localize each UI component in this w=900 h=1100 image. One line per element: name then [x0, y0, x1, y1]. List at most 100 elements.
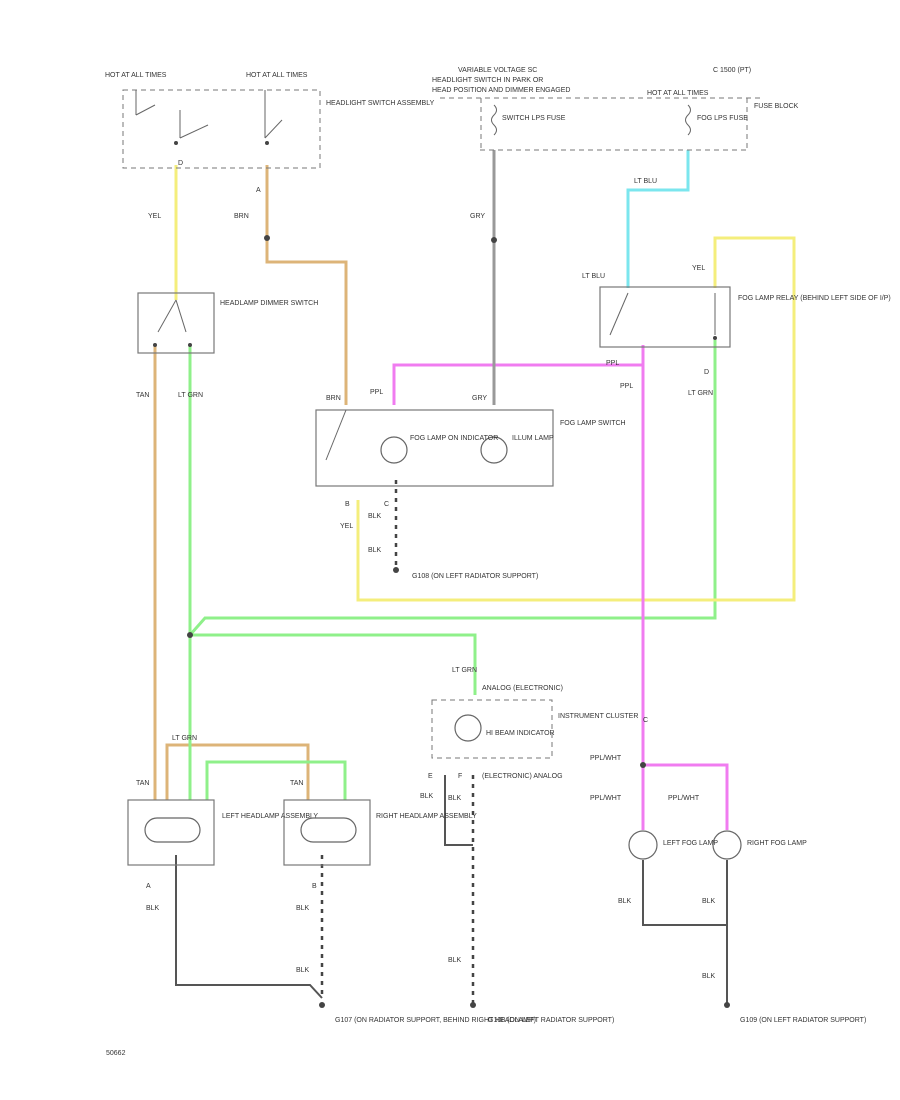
- headlight-switch-box: [122, 89, 321, 169]
- wire-blk-left-hl: [175, 855, 323, 999]
- variable-voltage-label-3: HEAD POSITION AND DIMMER ENGAGED: [432, 87, 570, 94]
- variable-voltage-label: VARIABLE VOLTAGE SC: [458, 67, 537, 74]
- tag-ppl-2: PPL: [606, 360, 619, 367]
- instrument-cluster: ANALOG (ELECTRONIC) INSTRUMENT CLUSTER H…: [431, 685, 638, 780]
- tag-pplwht-1: PPL/WHT: [590, 755, 622, 762]
- g109-point: [724, 1002, 730, 1008]
- pin-d: D: [704, 369, 709, 376]
- tag-yel-1: YEL: [148, 213, 161, 220]
- right-fog-lamp-label: RIGHT FOG LAMP: [747, 840, 807, 847]
- tag-pplwht-2: PPL/WHT: [590, 795, 622, 802]
- headlight-switch-label: HEADLIGHT SWITCH ASSEMBLY: [326, 100, 435, 107]
- analog-electronic-label: ANALOG (ELECTRONIC): [482, 685, 563, 692]
- g109-label: G109 (ON LEFT RADIATOR SUPPORT): [740, 1017, 866, 1024]
- tag-ltgrn-1: LT GRN: [178, 392, 203, 399]
- left-headlamp-label: LEFT HEADLAMP ASSEMBLY: [222, 813, 318, 820]
- tag-blk-7: BLK: [296, 967, 310, 974]
- pin-b: B: [345, 501, 350, 508]
- hi-beam-label: HI BEAM INDICATOR: [486, 730, 555, 737]
- dimmer-switch-box: [137, 292, 215, 354]
- fuse-block-label: FUSE BLOCK: [754, 103, 799, 110]
- tag-ltblu-2: LT BLU: [582, 273, 605, 280]
- pin-a: A: [256, 187, 261, 194]
- tag-blk-2: BLK: [368, 547, 382, 554]
- wire-blk-fog-lamps: [642, 860, 727, 926]
- pin-f: F: [458, 773, 462, 780]
- grounds: G107 (ON RADIATOR SUPPORT, BEHIND RIGHT …: [187, 632, 866, 1024]
- tag-brn-1: BRN: [234, 213, 249, 220]
- fuse-left-label: SWITCH LPS FUSE: [502, 115, 566, 122]
- left-headlamp-box: [127, 799, 215, 866]
- instrument-cluster-label: INSTRUMENT CLUSTER: [558, 713, 638, 720]
- tag-blk-4: BLK: [448, 795, 462, 802]
- right-fog-lamp: [712, 830, 742, 860]
- pin-c: C: [384, 501, 389, 508]
- g107-label: G107 (ON RADIATOR SUPPORT, BEHIND RIGHT …: [335, 1017, 536, 1024]
- right-headlamp-box: [283, 799, 371, 866]
- fog-switch-box: [315, 409, 554, 487]
- tag-yel-3: YEL: [340, 523, 353, 530]
- wire-ltgrn-branch: [188, 340, 717, 636]
- tag-blk-1: BLK: [368, 513, 382, 520]
- hot-all-times-right: HOT AT ALL TIMES: [246, 72, 308, 79]
- fuse-block: VARIABLE VOLTAGE SC HEADLIGHT SWITCH IN …: [432, 67, 799, 243]
- wire-tags: YEL BRN GRY LT BLU YEL LT BLU TAN LT GRN…: [136, 160, 716, 980]
- tag-blk-6: BLK: [296, 905, 310, 912]
- cluster-box: [431, 699, 553, 759]
- g107-point: [319, 1002, 325, 1008]
- tag-yel-2: YEL: [692, 265, 705, 272]
- tag-ppl-1: PPL: [370, 389, 383, 396]
- tag-tan-3: TAN: [290, 780, 303, 787]
- tag-gry-1: GRY: [470, 213, 485, 220]
- fog-relay-label: FOG LAMP RELAY (BEHIND LEFT SIDE OF I/P): [738, 295, 891, 302]
- fog-lamp-indicator-label: FOG LAMP ON INDICATOR: [410, 435, 498, 442]
- hot-all-times-left: HOT AT ALL TIMES: [105, 72, 167, 79]
- fuse-right-label: FOG LPS FUSE: [697, 115, 748, 122]
- g108-bottom-label: G108 (ON LEFT RADIATOR SUPPORT): [488, 1017, 614, 1024]
- right-headlamp: RIGHT HEADLAMP ASSEMBLY: [283, 799, 477, 866]
- headlight-switch-assembly: HOT AT ALL TIMES HOT AT ALL TIMES HEADLI…: [105, 72, 435, 241]
- tag-blk-9: BLK: [618, 898, 632, 905]
- left-headlamp: LEFT HEADLAMP ASSEMBLY: [127, 799, 318, 866]
- wires: [153, 150, 796, 830]
- headlamp-dimmer-switch: HEADLAMP DIMMER SWITCH: [137, 292, 318, 354]
- pin-e: E: [428, 773, 433, 780]
- wire-ppl-top: [392, 345, 645, 405]
- g108-bottom-point: [470, 1002, 476, 1008]
- c-ref-label: C 1500 (PT): [713, 67, 751, 74]
- wire-ltgrn-cluster: [190, 633, 477, 695]
- wire-blk-cluster: [444, 775, 473, 846]
- tag-ltblu: LT BLU: [634, 178, 657, 185]
- tag-blk-8: BLK: [448, 957, 462, 964]
- tag-blk-10: BLK: [702, 898, 716, 905]
- wire-brn-switch-fogswitch: [265, 165, 348, 405]
- left-fog-lamp-label: LEFT FOG LAMP: [663, 840, 718, 847]
- dimmer-switch-label: HEADLAMP DIMMER SWITCH: [220, 300, 318, 307]
- pin-a2: A: [146, 883, 151, 890]
- tag-tan-2: TAN: [136, 780, 149, 787]
- wire-tan-cross: [165, 743, 310, 800]
- tag-ltgrn-3: LT GRN: [452, 667, 477, 674]
- ground-wires: [175, 480, 728, 1005]
- pin-d2: D: [178, 160, 183, 167]
- fog-relay-box: [599, 286, 731, 348]
- tag-tan-1: TAN: [136, 392, 149, 399]
- fog-lamp-switch-label: FOG LAMP SWITCH: [560, 420, 626, 427]
- fog-lamp-switch: FOG LAMP SWITCH FOG LAMP ON INDICATOR IL…: [315, 409, 626, 580]
- tag-ltgrn-2: LT GRN: [688, 390, 713, 397]
- hot-all-times-fuse: HOT AT ALL TIMES: [647, 90, 709, 97]
- illum-lamp-label: ILLUM LAMP: [512, 435, 554, 442]
- tag-blk-3: BLK: [420, 793, 434, 800]
- fog-lamp-relay: FOG LAMP RELAY (BEHIND LEFT SIDE OF I/P): [599, 286, 891, 348]
- g108-label: G108 (ON LEFT RADIATOR SUPPORT): [412, 573, 538, 580]
- right-headlamp-label: RIGHT HEADLAMP ASSEMBLY: [376, 813, 477, 820]
- wire-ltblu: [626, 150, 690, 288]
- left-fog-lamp: [628, 830, 658, 860]
- tag-brn-2: BRN: [326, 395, 341, 402]
- wire-ppl-right: [643, 763, 729, 830]
- pin-c2: C: [643, 717, 648, 724]
- pin-b2: B: [312, 883, 317, 890]
- variable-voltage-label-2: HEADLIGHT SWITCH IN PARK OR: [432, 77, 543, 84]
- tag-ppl-3: PPL: [620, 383, 633, 390]
